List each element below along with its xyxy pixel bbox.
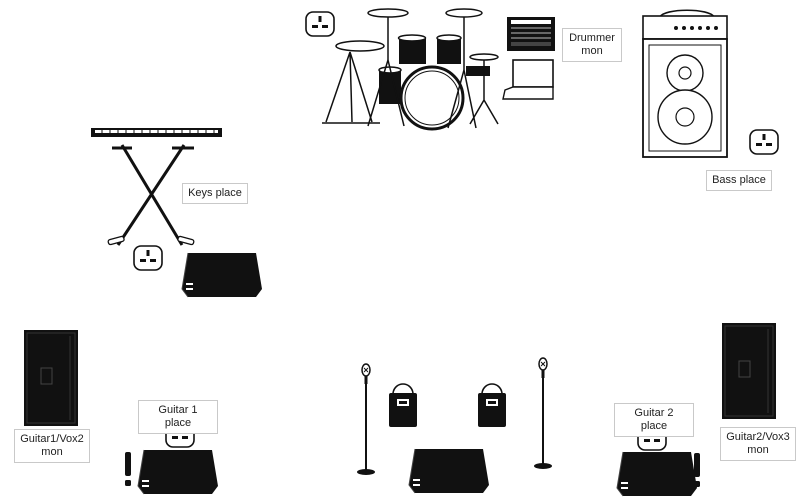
guitar1-place-text: Guitar 1 place	[158, 404, 198, 429]
wedge-monitor-icon	[181, 252, 263, 298]
drum-kit-icon	[322, 8, 499, 131]
bass-amp-icon	[642, 9, 728, 158]
wedge-monitor-icon	[137, 449, 219, 495]
uk-power-socket-icon	[133, 245, 163, 271]
drummer-mon-label-line1: Drummer	[569, 32, 615, 44]
bass-place-text: Bass place	[712, 174, 766, 186]
guitar2-place-label: Guitar 2 place	[614, 403, 694, 437]
drummer-mon-label-line2: mon	[581, 45, 603, 57]
uk-power-socket-icon	[305, 11, 335, 37]
wedge-monitor-icon	[616, 451, 698, 497]
tall-speaker-cabinet-icon	[23, 329, 79, 427]
guitar2-mon-line1: Guitar2/Vox3	[726, 431, 790, 443]
tall-speaker-cabinet-icon	[721, 322, 777, 420]
exclamation-mark-icon	[125, 452, 131, 486]
mic-stand-icon	[355, 362, 377, 477]
uk-power-socket-icon	[749, 129, 779, 155]
exclamation-mark-icon	[694, 453, 700, 487]
wireless-bodypack-icon	[477, 383, 507, 428]
mic-stand-icon	[532, 356, 554, 471]
guitar2-mon-label: Guitar2/Vox3 mon	[720, 427, 796, 461]
guitar1-mon-label: Guitar1/Vox2 mon	[14, 429, 90, 463]
laptop-icon	[502, 59, 554, 100]
guitar2-place-text: Guitar 2 place	[634, 407, 674, 432]
guitar2-mon-line2: mon	[747, 444, 769, 456]
keys-place-label: Keys place	[182, 183, 248, 204]
keys-place-text: Keys place	[188, 187, 242, 199]
drummer-mon-label: Drummer mon	[562, 28, 622, 62]
guitar1-place-label: Guitar 1 place	[138, 400, 218, 434]
wedge-monitor-icon	[408, 448, 490, 494]
bass-place-label: Bass place	[706, 170, 772, 191]
wireless-bodypack-icon	[388, 383, 418, 428]
guitar1-mon-line2: mon	[41, 446, 63, 458]
mixing-desk-icon	[507, 17, 555, 51]
guitar1-mon-line1: Guitar1/Vox2	[20, 433, 84, 445]
keyboard-on-stand-icon	[91, 128, 222, 246]
